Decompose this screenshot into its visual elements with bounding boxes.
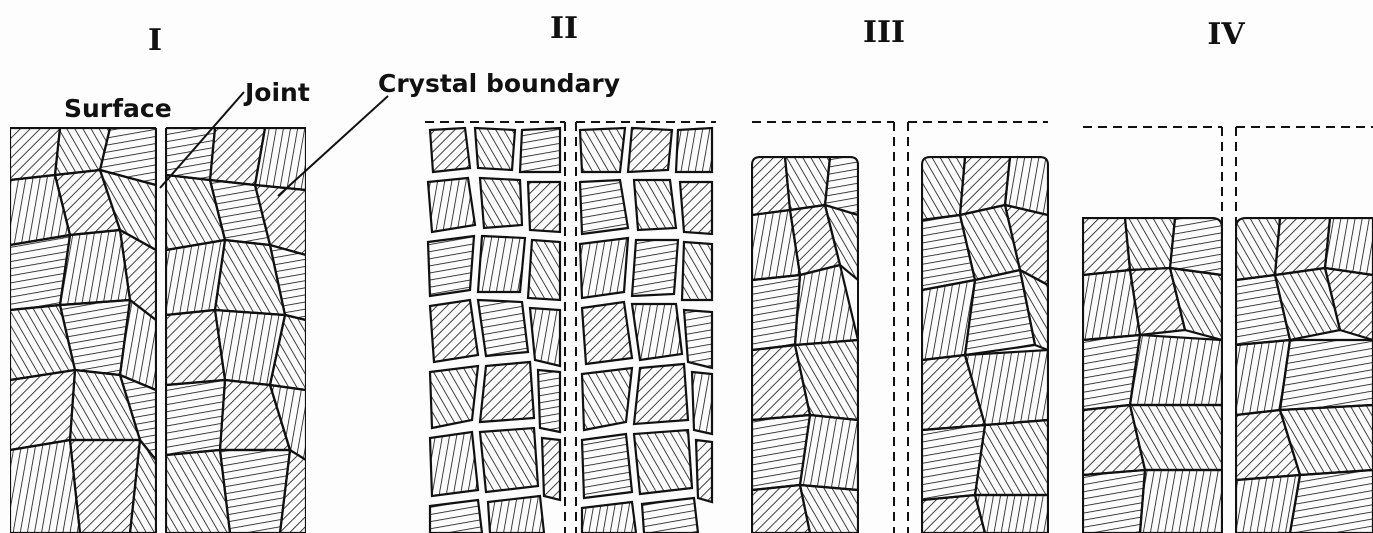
- stage-numeral-iv: IV: [1207, 17, 1245, 52]
- joint-label: Joint: [243, 78, 310, 107]
- stage-i-block: [10, 128, 306, 533]
- stage-i-left-grains: [10, 128, 156, 533]
- stage-iv-right-grains: [1236, 218, 1373, 533]
- stage-i-right-grains: [166, 128, 306, 533]
- stage-ii-right-grains: [580, 128, 712, 533]
- stage-ii-block: [425, 122, 716, 533]
- stage-numeral-i: I: [148, 23, 162, 58]
- stage-ii-left-grains: [428, 128, 560, 533]
- stage-numeral-iii: III: [863, 15, 905, 50]
- crystal-boundary-label: Crystal boundary: [378, 69, 620, 98]
- stage-iv-block: [1083, 127, 1373, 533]
- stage-iii-left-grains: [752, 157, 858, 533]
- stage-iii-block: [752, 122, 1048, 533]
- stage-iii-right-grains: [922, 157, 1048, 533]
- surface-label: Surface: [64, 94, 172, 123]
- stage-iv-left-grains: [1083, 218, 1222, 533]
- stage-numeral-ii: II: [550, 11, 578, 46]
